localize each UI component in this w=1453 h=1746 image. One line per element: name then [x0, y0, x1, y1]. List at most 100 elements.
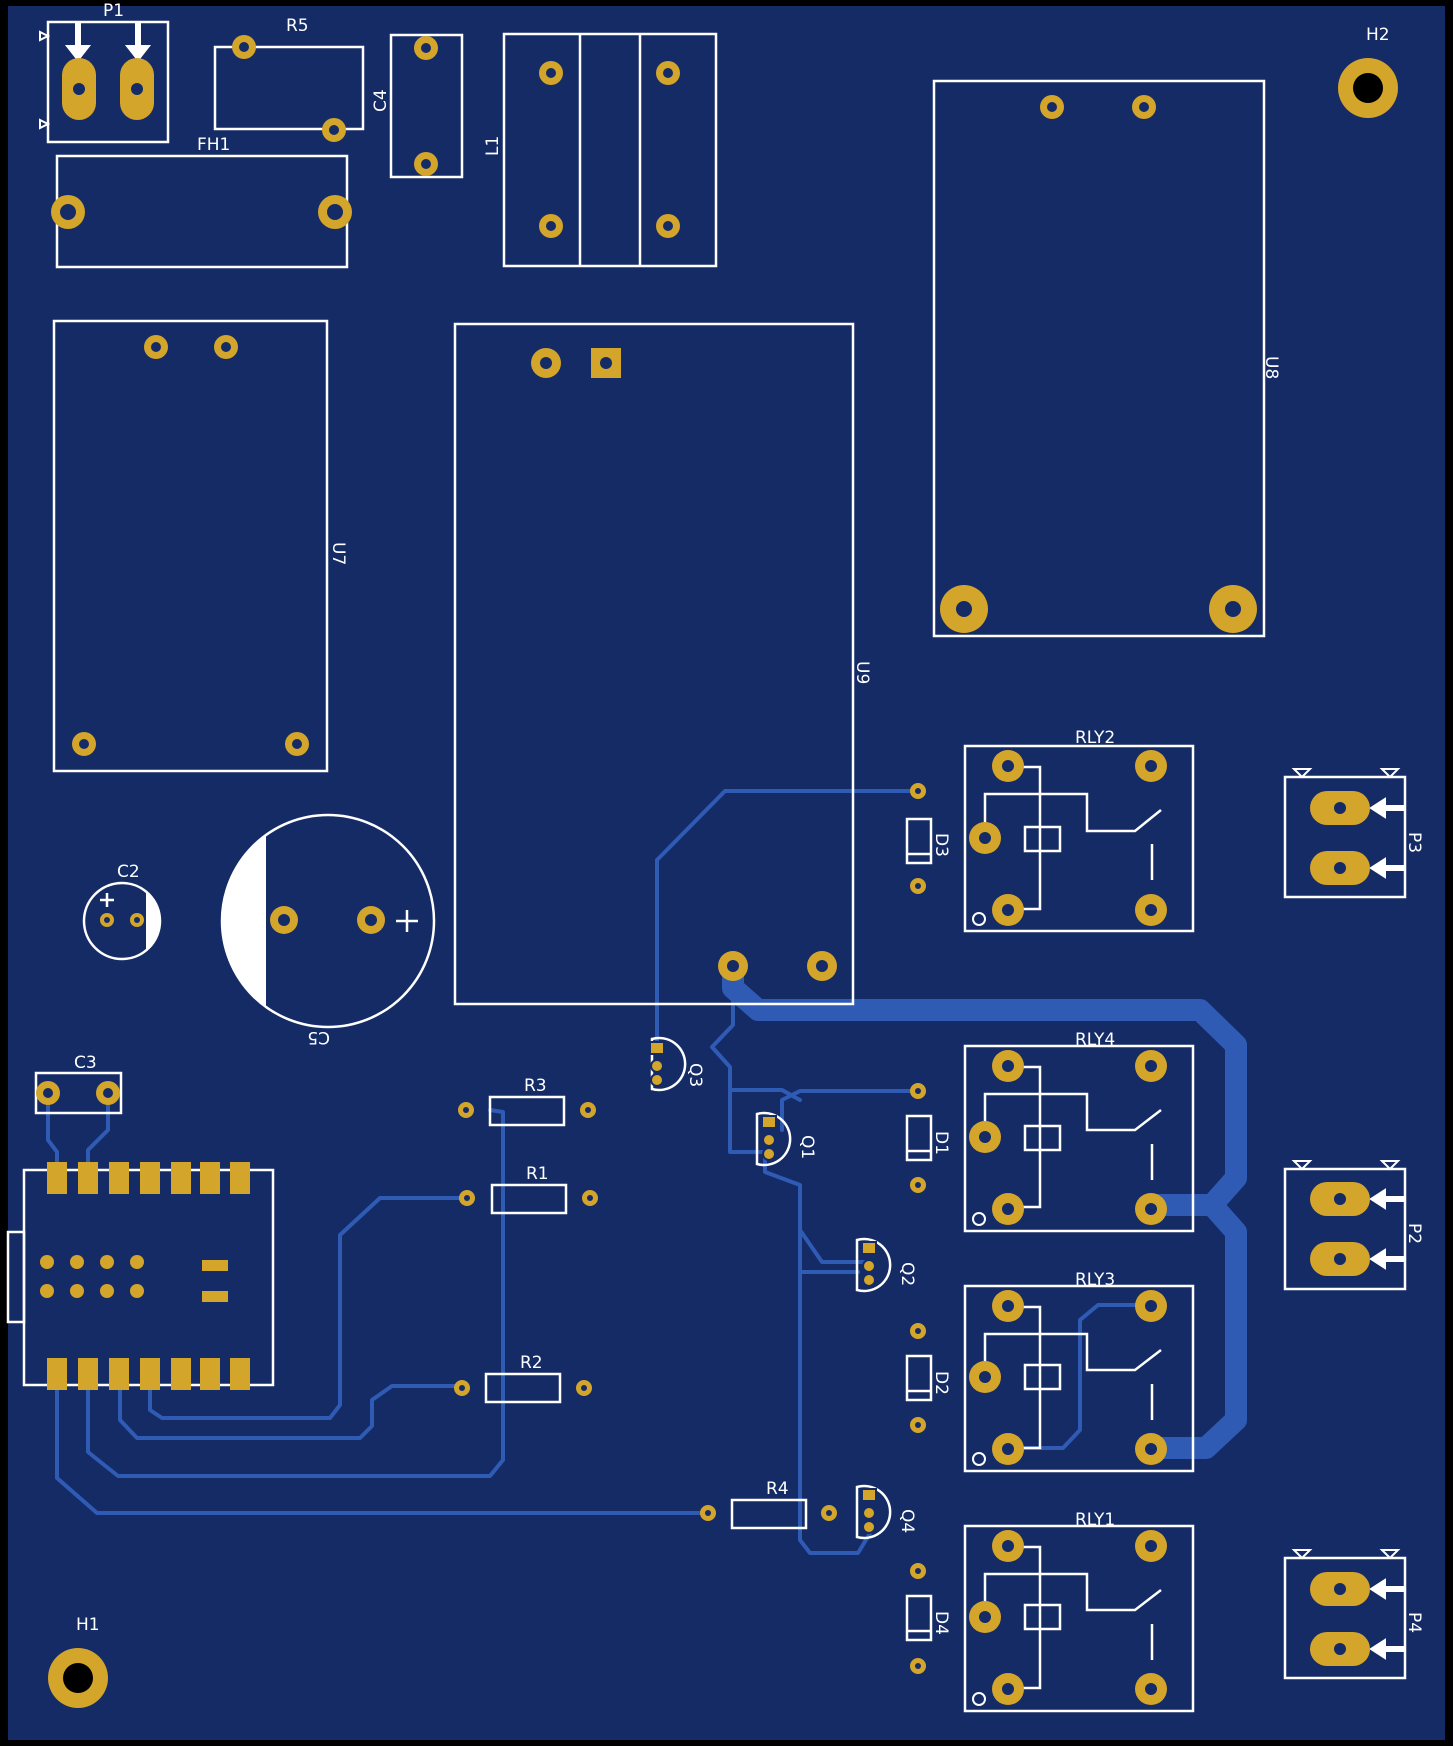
pad-hole [915, 1328, 921, 1334]
p1-outline [46, 20, 170, 144]
pad-hole [1145, 1203, 1157, 1215]
label-d2: D2 [931, 1371, 951, 1395]
pad-hole [60, 204, 76, 220]
trace-q1-bridge [728, 1088, 802, 1102]
trace-mcu-r2 [118, 1384, 464, 1440]
pad-hole [278, 914, 290, 926]
connector-arrows [39, 23, 1404, 1660]
trace-mcu-r3 [86, 1108, 505, 1478]
pad-hole [585, 1107, 591, 1113]
pad-hole [663, 68, 673, 78]
pad-hole [915, 1422, 921, 1428]
pad-hole [705, 1510, 711, 1516]
label-q4: Q4 [897, 1509, 917, 1533]
pad-hole [1145, 1683, 1157, 1695]
pad-hole [826, 1510, 832, 1516]
pad-hole [979, 832, 991, 844]
pad-hole [546, 68, 556, 78]
u8-outline [932, 79, 1266, 638]
label-r5: R5 [286, 16, 309, 36]
pad-hole [915, 883, 921, 889]
label-d4: D4 [931, 1611, 951, 1635]
pad-hole [1002, 1060, 1014, 1072]
pad-hole [329, 125, 339, 135]
pad-hole [540, 357, 552, 369]
pad-hole [221, 342, 231, 352]
rly2-outline [963, 744, 1195, 933]
q2-outline [855, 1237, 892, 1293]
label-c3: C3 [74, 1053, 97, 1073]
p1-pads [62, 58, 154, 120]
label-rly2: RLY2 [1075, 728, 1115, 748]
pad-hole [816, 960, 828, 972]
label-c5: C5 [307, 1027, 330, 1047]
r4-outline [730, 1498, 808, 1530]
d1-outline [905, 1114, 933, 1162]
pad-hole [1002, 760, 1014, 772]
mcu-antenna [6, 1230, 26, 1324]
label-d1: D1 [931, 1131, 951, 1155]
label-d3: D3 [931, 833, 951, 857]
pad-hole [915, 788, 921, 794]
pad-hole [463, 1107, 469, 1113]
trace-d3-q3 [655, 789, 920, 1049]
label-l1: L1 [483, 136, 503, 156]
pad-hole [979, 1611, 991, 1623]
pad-hole [103, 1088, 113, 1098]
pad-hole [1225, 601, 1241, 617]
label-p2: P2 [1404, 1223, 1424, 1244]
rly4-outline [963, 1044, 1195, 1233]
label-h1: H1 [76, 1615, 100, 1635]
label-c2: C2 [117, 862, 140, 882]
label-u8: U8 [1261, 356, 1281, 379]
label-q3: Q3 [685, 1063, 705, 1087]
mcu-pads [40, 1162, 250, 1390]
label-r4: R4 [766, 1479, 789, 1499]
pad-hole [979, 1371, 991, 1383]
pad-hole [587, 1195, 593, 1201]
pad-hole [421, 43, 431, 53]
r1-outline [490, 1183, 568, 1215]
label-fh1: FH1 [197, 135, 230, 155]
pad-hole [239, 42, 249, 52]
pad-hole [727, 960, 739, 972]
round-pads [36, 35, 1257, 1705]
pad-hole [1002, 1540, 1014, 1552]
pad-hole [915, 1568, 921, 1574]
c2-polarity-band [146, 891, 161, 951]
label-rly4: RLY4 [1075, 1030, 1115, 1050]
label-p1: P1 [103, 1, 124, 21]
d4-outline [905, 1594, 933, 1642]
label-p3: P3 [1404, 832, 1424, 853]
pad-hole [1145, 1540, 1157, 1552]
pad-hole [1047, 102, 1057, 112]
pad-hole [546, 221, 556, 231]
labels: P1 R5 C4 L1 H2 FH1 U8 U7 U9 C2 C5 RLY2 D… [74, 1, 1424, 1635]
traces [46, 789, 1150, 1555]
pad-hole [915, 1663, 921, 1669]
pad-hole [915, 1182, 921, 1188]
pad-hole [581, 1385, 587, 1391]
pad-hole [1002, 904, 1014, 916]
pad-hole [956, 601, 972, 617]
pad-hole [327, 204, 343, 220]
pad-hole [915, 1088, 921, 1094]
pad-hole [464, 1195, 470, 1201]
d3-outline [905, 817, 933, 865]
l1-outline [502, 32, 718, 268]
trace-rly3-coil [1008, 1303, 1150, 1450]
label-rly3: RLY3 [1075, 1270, 1115, 1290]
trace-d1-q1 [780, 1089, 920, 1132]
pad-hole [1139, 102, 1149, 112]
d2-outline [905, 1354, 933, 1402]
pad-hole [979, 1131, 991, 1143]
trace-c3-mcu-1 [46, 1094, 59, 1170]
label-rly1: RLY1 [1075, 1510, 1115, 1530]
pad-hole [43, 1088, 53, 1098]
pads [36, 35, 1398, 1708]
label-r2: R2 [520, 1353, 543, 1373]
pad-hole [79, 739, 89, 749]
label-u7: U7 [328, 542, 348, 565]
c4-outline [389, 33, 464, 179]
